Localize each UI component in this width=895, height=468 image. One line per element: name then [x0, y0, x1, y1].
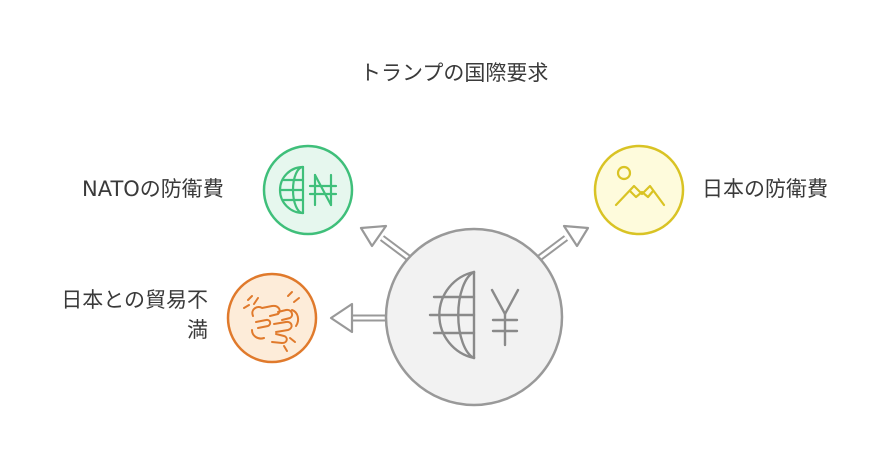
japan-node: [593, 144, 685, 236]
trade-label-line1: 日本との貿易不: [61, 288, 208, 312]
arrow-to-japan: [531, 224, 590, 265]
fist-bump-icon: [243, 291, 300, 352]
diagram-title: トランプの国際要求: [360, 61, 549, 85]
globe-naira-icon: [278, 165, 338, 215]
nato-node: [262, 144, 354, 236]
japan-defense-label: 日本の防衛費: [702, 177, 828, 201]
nato-defense-label: NATOの防衛費: [82, 177, 224, 201]
trade-dissatisfaction-label: 日本との貿易不 満: [8, 285, 208, 345]
mountain-sun-icon: [614, 165, 666, 207]
arrow-to-nato: [359, 224, 417, 265]
globe-yen-icon: [428, 270, 520, 360]
center-node: [384, 227, 564, 407]
trade-label-line2: 満: [187, 318, 208, 342]
trade-node: [226, 272, 318, 364]
